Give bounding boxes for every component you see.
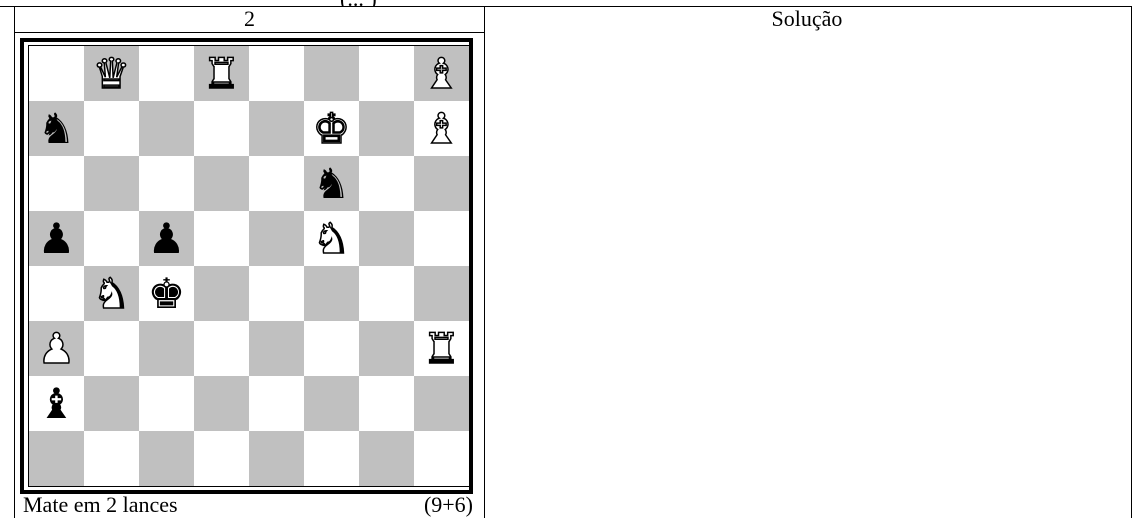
square-a6: [29, 156, 84, 211]
white-knight-icon: ♞: [93, 273, 131, 315]
chessboard: ♛ ♜ ♝ ♞ ♚ ♝ ♞ ♟ ♟ ♞ ♞ ♚ ♟ ♜ ♝: [28, 45, 470, 487]
square-b7: [84, 101, 139, 156]
black-knight-icon: ♞: [38, 108, 76, 150]
square-c7: [139, 101, 194, 156]
white-rook-icon: ♜: [423, 328, 461, 370]
square-a2: ♝: [29, 376, 84, 431]
black-pawn-icon: ♟: [38, 218, 76, 260]
square-c8: [139, 46, 194, 101]
square-g8: [359, 46, 414, 101]
square-a3: ♟: [29, 321, 84, 376]
square-h8: ♝: [414, 46, 469, 101]
square-f7: ♚: [304, 101, 359, 156]
square-f8: [304, 46, 359, 101]
square-c4: ♚: [139, 266, 194, 321]
square-g3: [359, 321, 414, 376]
square-g6: [359, 156, 414, 211]
square-e5: [249, 211, 304, 266]
square-g2: [359, 376, 414, 431]
square-b6: [84, 156, 139, 211]
black-bishop-icon: ♝: [38, 383, 76, 425]
square-a4: [29, 266, 84, 321]
square-d7: [194, 101, 249, 156]
square-b8: ♛: [84, 46, 139, 101]
square-b1: [84, 431, 139, 486]
square-e3: [249, 321, 304, 376]
square-h7: ♝: [414, 101, 469, 156]
square-b5: [84, 211, 139, 266]
square-d8: ♜: [194, 46, 249, 101]
square-f4: [304, 266, 359, 321]
piece-count: (9+6): [424, 493, 473, 517]
square-f5: ♞: [304, 211, 359, 266]
white-knight-icon: ♞: [313, 218, 351, 260]
square-f6: ♞: [304, 156, 359, 211]
problem-caption: Mate em 2 lances (9+6): [23, 493, 473, 517]
square-f1: [304, 431, 359, 486]
square-c6: [139, 156, 194, 211]
black-pawn-icon: ♟: [148, 218, 186, 260]
square-d1: [194, 431, 249, 486]
problem-column: 2 ♛ ♜ ♝ ♞ ♚ ♝ ♞ ♟ ♟ ♞ ♞ ♚ ♟ ♜ ♝ Mate em 2 lances (9+6): [14, 6, 485, 518]
square-f3: [304, 321, 359, 376]
square-a1: [29, 431, 84, 486]
square-c3: [139, 321, 194, 376]
square-f2: [304, 376, 359, 431]
square-h6: [414, 156, 469, 211]
square-a5: ♟: [29, 211, 84, 266]
square-c1: [139, 431, 194, 486]
square-d3: [194, 321, 249, 376]
board-frame: ♛ ♜ ♝ ♞ ♚ ♝ ♞ ♟ ♟ ♞ ♞ ♚ ♟ ♜ ♝: [20, 38, 473, 494]
square-h3: ♜: [414, 321, 469, 376]
square-e7: [249, 101, 304, 156]
square-d5: [194, 211, 249, 266]
problem-number: 2: [15, 6, 484, 33]
square-h2: [414, 376, 469, 431]
square-g4: [359, 266, 414, 321]
square-b3: [84, 321, 139, 376]
square-h4: [414, 266, 469, 321]
black-knight-icon: ♞: [313, 163, 351, 205]
problem-table: 2 ♛ ♜ ♝ ♞ ♚ ♝ ♞ ♟ ♟ ♞ ♞ ♚ ♟ ♜ ♝ Mate em 2 lances (9+6)…: [0, 6, 1132, 518]
square-d6: [194, 156, 249, 211]
square-g1: [359, 431, 414, 486]
square-d4: [194, 266, 249, 321]
square-e8: [249, 46, 304, 101]
white-rook-icon: ♜: [203, 53, 241, 95]
square-e1: [249, 431, 304, 486]
square-e2: [249, 376, 304, 431]
square-c2: [139, 376, 194, 431]
square-e4: [249, 266, 304, 321]
square-h1: [414, 431, 469, 486]
solution-column: Solução: [483, 6, 1132, 518]
square-a7: ♞: [29, 101, 84, 156]
square-e6: [249, 156, 304, 211]
stipulation-text: Mate em 2 lances: [23, 492, 178, 517]
square-h5: [414, 211, 469, 266]
white-pawn-icon: ♟: [38, 328, 76, 370]
square-b4: ♞: [84, 266, 139, 321]
square-b2: [84, 376, 139, 431]
square-a8: [29, 46, 84, 101]
square-c5: ♟: [139, 211, 194, 266]
square-g7: [359, 101, 414, 156]
white-bishop-icon: ♝: [423, 53, 461, 95]
square-g5: [359, 211, 414, 266]
square-d2: [194, 376, 249, 431]
white-queen-icon: ♛: [93, 53, 131, 95]
solution-heading: Solução: [483, 6, 1131, 32]
black-king-icon: ♚: [148, 273, 186, 315]
white-bishop-icon: ♝: [423, 108, 461, 150]
white-king-icon: ♚: [313, 108, 351, 150]
